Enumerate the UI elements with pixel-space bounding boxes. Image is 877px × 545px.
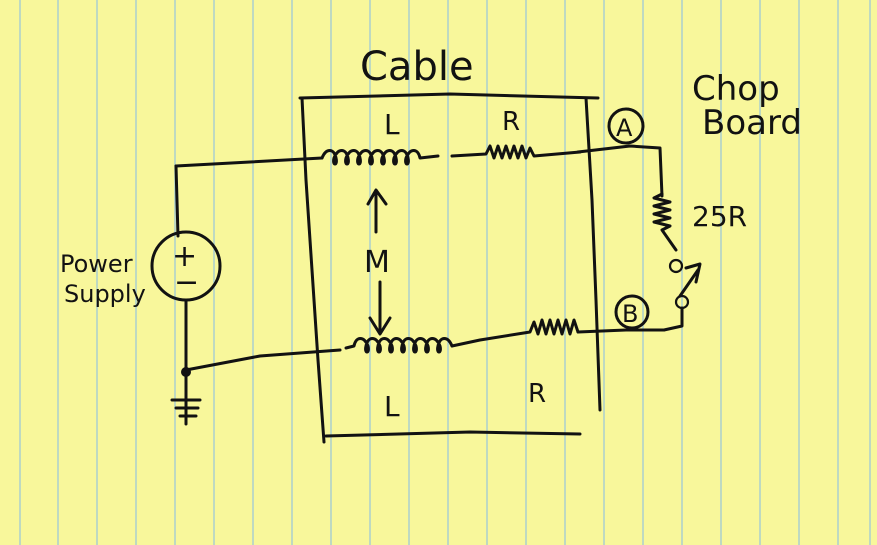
bottom-wire-right: [576, 328, 666, 334]
chop-label: Chop: [692, 69, 780, 109]
load-resistor-label: 25R: [692, 200, 747, 233]
load-resistor-zigzag: [652, 192, 678, 252]
top-wire-left: [174, 156, 324, 168]
resistor-bottom-label: R: [528, 379, 546, 409]
cable-enclosure-top: [298, 92, 600, 100]
inductor-bottom-label: L: [384, 390, 400, 423]
cable-enclosure-right: [584, 96, 602, 412]
supply-plus-sign: +: [172, 239, 197, 274]
inductor-top-label: L: [384, 108, 400, 141]
node-b-circle: [614, 294, 650, 330]
ground-icon: [170, 398, 202, 426]
resistor-top-zigzag: [450, 144, 582, 160]
chop-switch-arrow: [678, 262, 702, 298]
supply-lead-top: [174, 164, 180, 238]
resistor-top-label: R: [502, 107, 520, 137]
top-wire-right: [576, 144, 664, 198]
supply-minus-sign: −: [174, 265, 199, 300]
inductor-bottom-coil: [344, 337, 454, 354]
chop-lower-wire: [662, 306, 684, 332]
bottom-wire-left: [184, 348, 342, 372]
ruled-lines: [19, 0, 871, 545]
cable-enclosure-bottom: [324, 430, 582, 438]
resistor-bottom-zigzag: [450, 318, 580, 348]
power-label-line2: Supply: [64, 280, 146, 308]
inductor-top-coil: [320, 149, 440, 166]
mutual-arrow-down-icon: [368, 280, 392, 336]
node-a-label: A: [616, 114, 633, 142]
mutual-arrow-up-icon: [366, 188, 388, 234]
cable-label: Cable: [360, 44, 474, 90]
mutual-label: M: [364, 245, 390, 280]
node-b-label: B: [622, 300, 638, 328]
power-label-line1: Power: [60, 250, 133, 278]
board-label: Board: [702, 103, 802, 143]
chop-terminal-upper: [668, 258, 684, 274]
ground-node-dot: [181, 367, 191, 377]
node-a-circle: [607, 107, 645, 145]
cable-enclosure: [300, 96, 326, 444]
